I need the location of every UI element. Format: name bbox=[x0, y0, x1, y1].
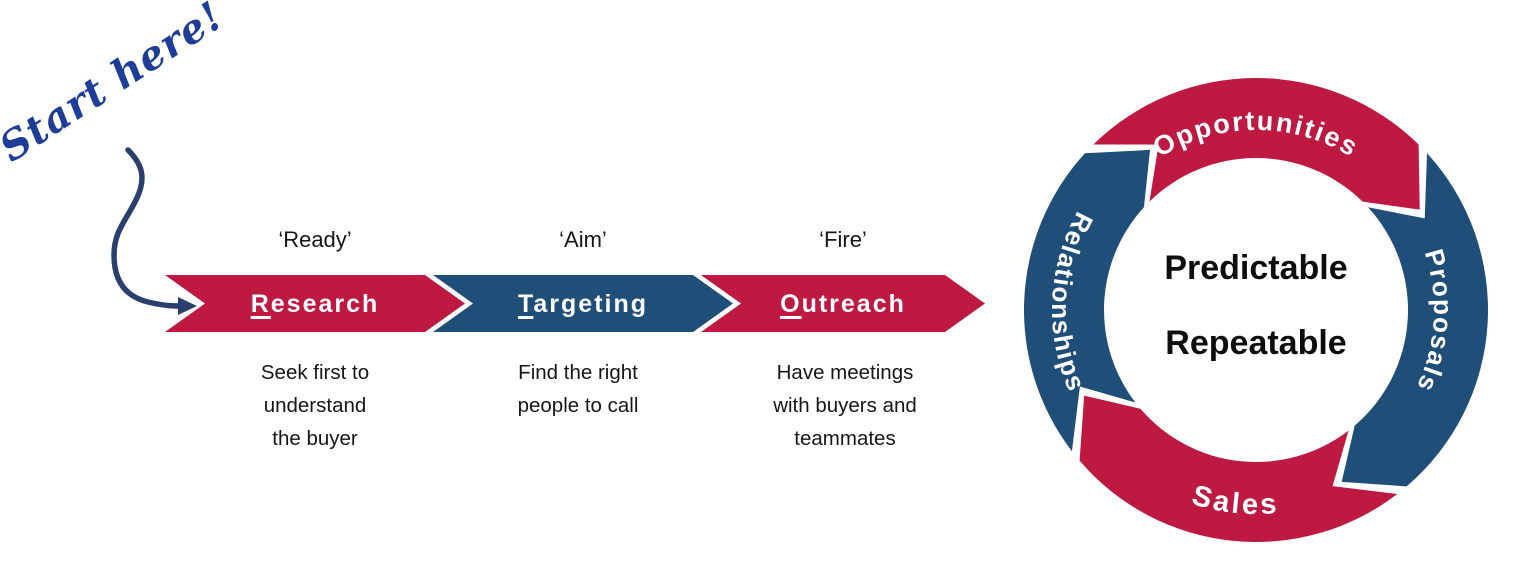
cycle-segment-proposals bbox=[1341, 153, 1488, 487]
label-rest: esearch bbox=[270, 290, 380, 318]
curved-start-arrow-icon bbox=[111, 147, 197, 315]
chevron-shape-targeting bbox=[433, 275, 733, 332]
cycle-center-line-repeatable: Repeatable bbox=[1165, 324, 1347, 362]
step-description-targeting: Find the right people to call bbox=[517, 361, 639, 417]
chevron-label-outreach: Outreach bbox=[701, 288, 985, 320]
underlined-initial: O bbox=[780, 290, 802, 318]
underlined-initial: T bbox=[517, 290, 534, 318]
cycle-center-text: Predictable Repeatable bbox=[1106, 246, 1406, 366]
chevron-shape-outreach bbox=[701, 275, 985, 332]
chevron-label-targeting: Targeting bbox=[433, 288, 733, 320]
label-rest: argeting bbox=[533, 290, 649, 318]
cycle-center-line-predictable: Predictable bbox=[1164, 249, 1348, 287]
stage-label-aim: ‘Aim’ bbox=[559, 227, 607, 252]
process-chevron-strip bbox=[165, 275, 985, 332]
stage-label-fire: ‘Fire’ bbox=[819, 227, 867, 252]
cycle-segment-opportunities bbox=[1093, 78, 1420, 210]
cycle-segment-relationships bbox=[1023, 149, 1151, 452]
step-description-research: Seek first to understand the buyer bbox=[260, 361, 370, 450]
cycle-segment-sales bbox=[1079, 395, 1398, 542]
step-description-outreach: Have meetings with buyers and teammates bbox=[773, 361, 917, 450]
stage-label-ready: ‘Ready’ bbox=[278, 227, 352, 252]
underlined-initial: R bbox=[250, 290, 271, 318]
chevron-label-research: Research bbox=[165, 288, 465, 320]
chevron-shape-research bbox=[165, 275, 465, 332]
label-rest: utreach bbox=[801, 290, 906, 318]
